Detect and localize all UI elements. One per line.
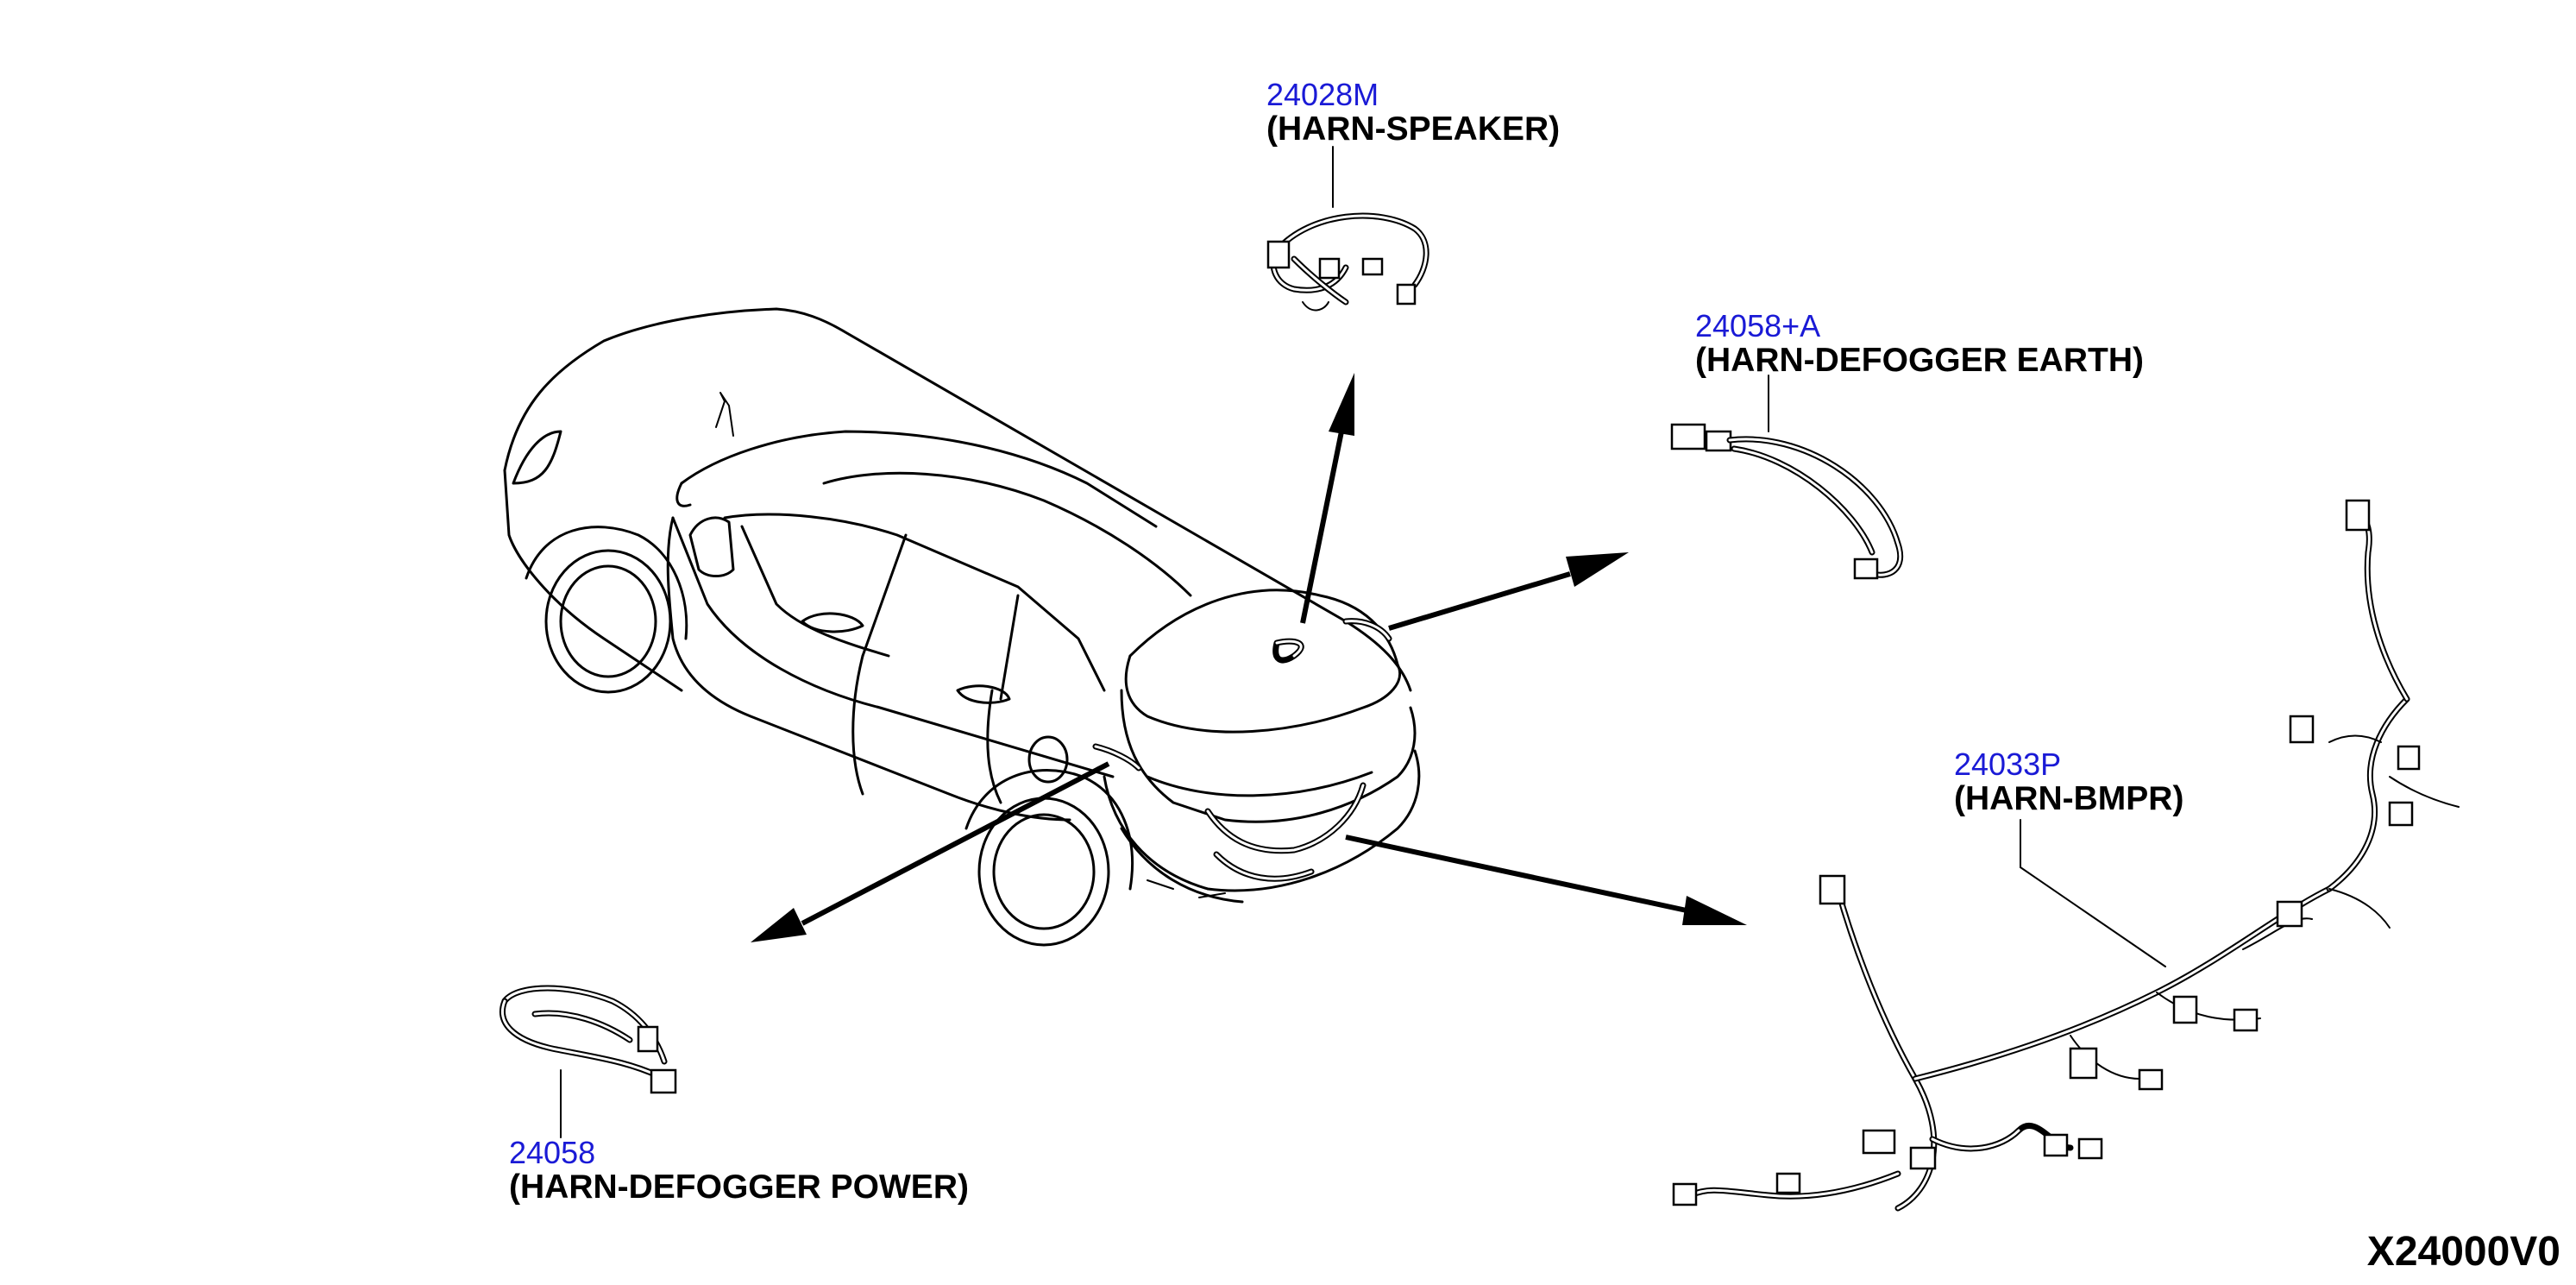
arrow-defogger-power-head (751, 908, 807, 942)
part-number-defogger-earth[interactable]: 24058+A (1695, 308, 1821, 343)
part-name-bmpr: (HARN-BMPR) (1954, 780, 2184, 817)
callout-defogger-power: 24058 (HARN-DEFOGGER POWER) (509, 1135, 969, 1206)
arrow-defogger-earth (1388, 571, 1571, 631)
defogger-earth-harness-illustration (1670, 375, 1904, 580)
part-name-defogger-power: (HARN-DEFOGGER POWER) (509, 1168, 969, 1206)
part-name-defogger-earth: (HARN-DEFOGGER EARTH) (1695, 342, 2144, 379)
callout-speaker: 24028M (HARN-SPEAKER) (1266, 77, 1561, 148)
arrow-defogger-power (801, 761, 1110, 926)
speaker-harness-illustration (1266, 146, 1429, 312)
part-number-bmpr[interactable]: 24033P (1954, 746, 2062, 782)
callout-arrows (751, 373, 1747, 942)
bumper-harness-illustration (1672, 499, 2460, 1212)
diagram-code: X24000V0 (2366, 1229, 2560, 1275)
vehicle-illustration (503, 307, 1421, 947)
defogger-power-harness-illustration (499, 985, 677, 1138)
arrow-defogger-earth-head (1566, 552, 1629, 587)
arrow-bmpr (1345, 835, 1687, 913)
part-number-speaker[interactable]: 24028M (1266, 77, 1379, 112)
callout-defogger-earth: 24058+A (HARN-DEFOGGER EARTH) (1695, 308, 2144, 379)
arrow-speaker (1300, 431, 1344, 624)
arrow-speaker-head (1329, 373, 1354, 436)
callout-bmpr: 24033P (HARN-BMPR) (1954, 749, 2183, 816)
part-number-defogger-power[interactable]: 24058 (509, 1135, 596, 1170)
part-name-speaker: (HARN-SPEAKER) (1266, 110, 1561, 148)
arrow-bmpr-head (1682, 896, 1747, 925)
